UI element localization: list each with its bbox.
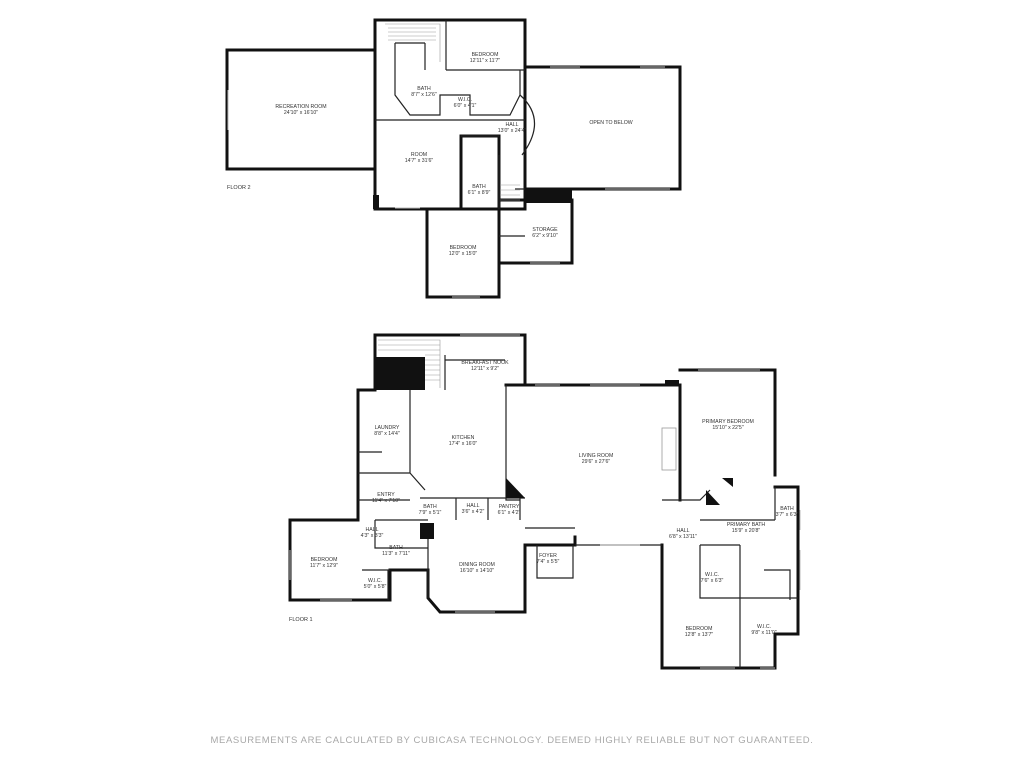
room-name: BEDROOM (311, 557, 338, 563)
room-dims: 7'4" x 5'5" (537, 559, 560, 565)
room-dims: 24'10" x 16'10" (284, 110, 318, 116)
room-name: ENTRY (377, 492, 395, 498)
storage-solid-block (525, 189, 572, 203)
floor-1-outer-walls-center (504, 383, 682, 502)
room-name: HALL (506, 122, 519, 128)
room-dims: 5'0" x 5'8" (364, 584, 387, 590)
room-dims: 17'4" x 16'0" (449, 441, 478, 447)
room-dims: 8'8" x 14'4" (374, 431, 400, 437)
primary-bedroom-walls (660, 368, 800, 670)
room-name: PANTRY (499, 504, 520, 510)
room-dims: 29'6" x 27'6" (582, 459, 611, 465)
room-name: LIVING ROOM (579, 453, 614, 459)
room-dims: 12'11" x 11'7" (470, 58, 501, 64)
room-dims: 16'10" x 14'10" (460, 568, 494, 574)
room-name: W.I.C. (458, 97, 472, 103)
hall-curve-wall (519, 94, 536, 156)
room-name: HALL (467, 503, 480, 509)
corner-block (722, 478, 733, 487)
fireplace (661, 427, 677, 471)
corner-block (506, 478, 525, 498)
room-name: BEDROOM (686, 626, 713, 632)
floor-2-label: FLOOR 2 (227, 185, 251, 191)
room-dims: 6'0" x 4'1" (454, 103, 477, 109)
room-name: BEDROOM (472, 52, 499, 58)
room-name: DINING ROOM (459, 562, 495, 568)
room-name: W.I.C. (757, 624, 771, 630)
room-name: OPEN TO BELOW (589, 120, 632, 126)
room-name: W.I.C. (368, 578, 382, 584)
room-name: STORAGE (532, 227, 558, 233)
floor-1-stairs (378, 339, 441, 388)
floor-2-interior-walls (375, 20, 525, 237)
room-dims: 13'0" x 24'4" (498, 128, 527, 134)
room-dims: 12'8" x 13'7" (685, 632, 714, 638)
room-name: BEDROOM (450, 245, 477, 251)
floor-1-windows (289, 334, 801, 669)
floor-2-windows (227, 66, 670, 298)
room-name: HALL (677, 528, 690, 534)
room-name: PRIMARY BATH (727, 522, 766, 528)
room-name: FOYER (539, 553, 557, 559)
room-name: LAUNDRY (375, 425, 400, 431)
room-dims: 6'1" x 4'2" (498, 510, 521, 516)
room-name: ROOM (411, 152, 427, 158)
floor-2-plan: BEDROOM 12'11" x 11'7" BATH 8'7" x 12'6"… (225, 18, 682, 299)
stair-under-block (375, 357, 425, 390)
room-name: PRIMARY BEDROOM (702, 419, 754, 425)
room-dims: 6'8" x 13'11" (669, 534, 697, 540)
column-block (665, 380, 679, 386)
room-name: BATH (780, 506, 794, 512)
room-dims: 4'3" x 3'3" (361, 533, 384, 539)
floor-2-stairs (385, 23, 520, 201)
room-dims: 8'7" x 12'6" (411, 92, 437, 98)
bath-2b-walls (459, 134, 501, 211)
room-name: BATH (389, 545, 403, 551)
room-dims: 11'4" x 7'10" (372, 498, 400, 504)
room-dims: 6'1" x 8'9" (468, 190, 491, 196)
room-dims: 11'3" x 7'11" (382, 551, 410, 557)
room-dims: 12'0" x 15'0" (449, 251, 478, 257)
room-dims: 3'7" x 6'3" (776, 512, 799, 518)
disclaimer-footer: MEASUREMENTS ARE CALCULATED BY CUBICASA … (210, 735, 814, 746)
room-name: W.I.C. (705, 572, 719, 578)
room-dims: 15'10" x 22'5" (712, 425, 743, 431)
room-dims: 6'2" x 9'10" (532, 233, 558, 239)
room-name: KITCHEN (452, 435, 475, 441)
floor-1-label: FLOOR 1 (289, 617, 313, 623)
floor-1-outer-walls-west (288, 333, 577, 614)
floor-1-interior-walls (358, 355, 798, 668)
corner-block (706, 490, 720, 505)
room-dims: 12'11" x 9'2" (471, 366, 499, 372)
room-dims: 7'9" x 5'1" (419, 510, 442, 516)
column-block (420, 523, 434, 539)
room-name: BREAKFAST NOOK (461, 360, 509, 366)
open-to-below-walls (523, 65, 682, 191)
room-dims: 7'6" x 6'3" (701, 578, 724, 584)
room-dims: 9'8" x 11'0" (751, 630, 776, 636)
room-dims: 11'7" x 12'9" (310, 563, 338, 569)
room-dims: 15'9" x 20'8" (732, 528, 761, 534)
room-name: BATH (417, 86, 431, 92)
floor-1-plan: BREAKFAST NOOK 12'11" x 9'2" LAUNDRY 8'8… (288, 333, 801, 670)
room-name: BATH (423, 504, 437, 510)
column-block (373, 195, 379, 209)
room-name: HALL (366, 527, 379, 533)
room-name: RECREATION ROOM (275, 104, 326, 110)
room-name: BATH (472, 184, 486, 190)
room-dims: 14'7" x 31'6" (405, 158, 434, 164)
room-dims: 3'6" x 4'2" (462, 509, 485, 515)
